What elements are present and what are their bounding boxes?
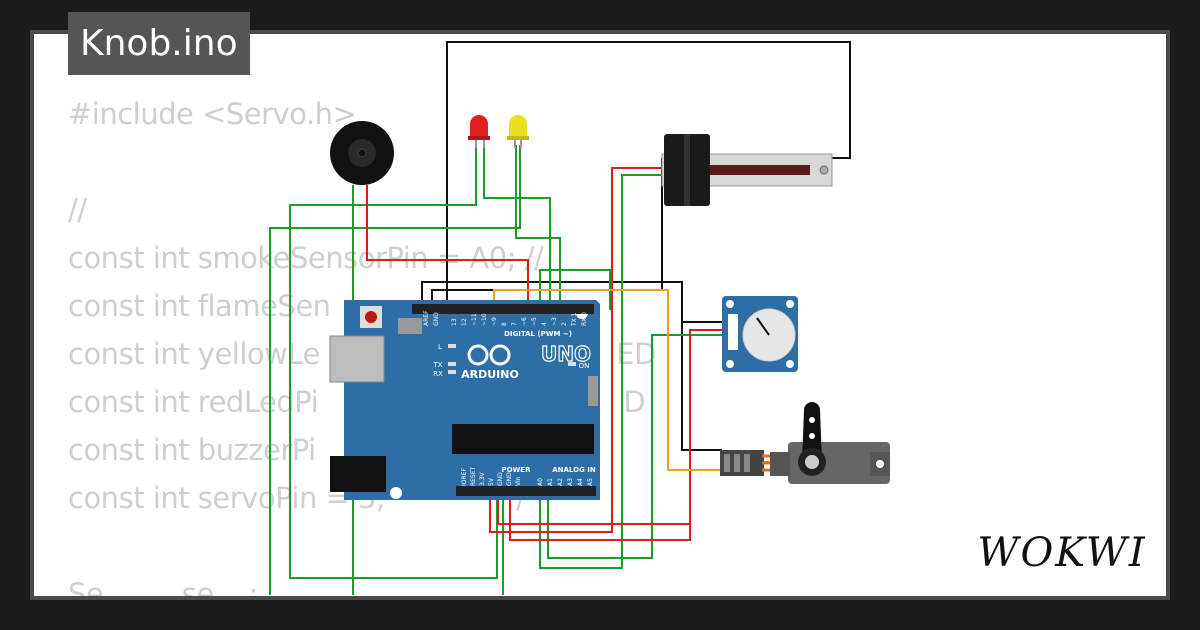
digital-pin-label: ~11: [471, 313, 478, 326]
tx-label: TX: [432, 361, 442, 369]
digital-header: [412, 304, 594, 314]
code-line: const int yellowLe ED: [68, 337, 656, 371]
code-line: Se se ;: [68, 577, 258, 596]
power-jack: [330, 456, 386, 492]
digital-pin-label: ~5: [531, 317, 538, 326]
header-pin-label: AREF: [423, 310, 430, 326]
slide-potentiometer[interactable]: [661, 134, 833, 206]
diagram-canvas[interactable]: #include <Servo.h> // const int smokeSenso…: [34, 34, 1166, 596]
code-line: //: [68, 193, 87, 227]
power-label: POWER: [502, 466, 532, 474]
power-pin-label: IOREF: [461, 468, 468, 486]
wires-green: [269, 145, 722, 595]
analog-pin-label: A0: [537, 478, 544, 486]
power-pin-label: 3.3V: [479, 471, 486, 486]
power-analog-header: [456, 486, 596, 496]
code-line: const int redLedPi D: [68, 385, 646, 419]
digital-pin-label: 7: [511, 322, 518, 326]
servo-motor[interactable]: [720, 402, 890, 484]
analog-pin-label: A4: [577, 478, 584, 486]
digital-pin-label: ~9: [491, 317, 498, 326]
digital-pin-label: 8: [501, 322, 508, 326]
digital-pin-label: TX 1: [571, 312, 578, 327]
digital-pin-label: 2: [561, 322, 568, 326]
led-red[interactable]: [468, 115, 490, 148]
digital-pin-label: 13: [451, 318, 458, 326]
digital-pin-label: RX 0: [581, 312, 588, 326]
power-pin-label: 5V: [488, 477, 495, 486]
digital-pin-label: ~3: [551, 317, 558, 326]
code-line: #include <Servo.h>: [68, 97, 357, 131]
power-pin-label: RESET: [470, 466, 477, 486]
board-brand: ARDUINO: [461, 368, 519, 381]
analog-pin-label: A1: [547, 478, 554, 486]
atmega-chip: [452, 424, 594, 454]
header-pin-label: GND: [433, 312, 440, 326]
digital-pin-label: ~10: [481, 313, 488, 326]
rx-label: RX: [433, 370, 443, 378]
power-pin-label: Vin: [515, 476, 522, 486]
power-pin-label: GND: [497, 472, 504, 486]
arduino-logo-icon: [467, 344, 511, 366]
wokwi-logo: WOKWI: [977, 530, 1146, 576]
analog-label: ANALOG IN: [552, 466, 596, 474]
power-pin-label: GND: [506, 472, 513, 486]
digital-pin-label: 4: [541, 322, 548, 326]
rotary-potentiometer[interactable]: [722, 296, 798, 372]
arduino-uno-board[interactable]: [329, 300, 600, 500]
analog-pin-label: A2: [557, 478, 564, 486]
digital-pin-label: 12: [461, 318, 468, 326]
led-yellow[interactable]: [507, 115, 529, 148]
usb-port: [329, 335, 385, 383]
code-line: const int smokeSensorPin = A0; //: [68, 241, 544, 275]
analog-pin-label: A3: [567, 478, 574, 486]
code-background: #include <Servo.h> // const int smokeSenso…: [68, 90, 656, 596]
analog-pin-label: A5: [587, 478, 594, 486]
l-label: L: [438, 343, 442, 351]
code-line: const int flameSen: [68, 289, 331, 323]
buzzer[interactable]: [330, 121, 394, 185]
code-line: const int buzzerPi: [68, 433, 316, 467]
digital-label: DIGITAL (PWM ~): [504, 330, 572, 338]
board-model: UNO: [541, 342, 591, 366]
digital-pin-label: ~6: [521, 317, 528, 326]
on-label: ON: [579, 362, 590, 370]
file-title: Knob.ino: [68, 12, 250, 75]
